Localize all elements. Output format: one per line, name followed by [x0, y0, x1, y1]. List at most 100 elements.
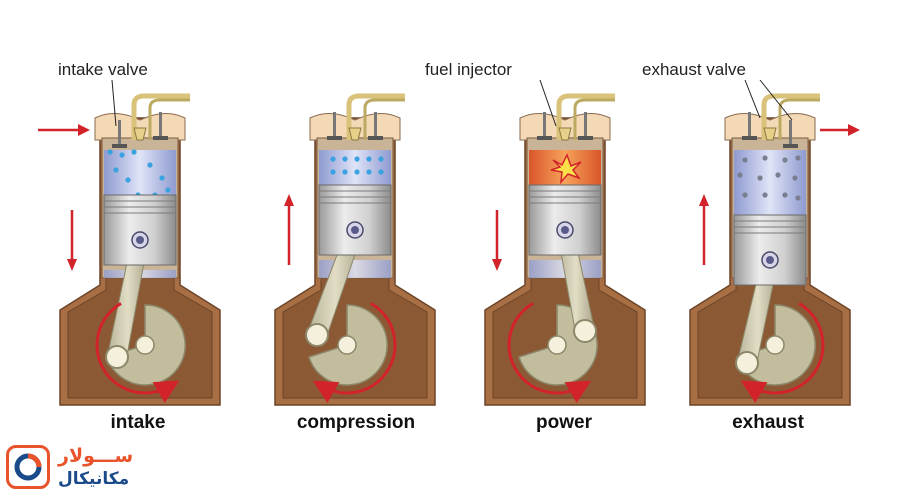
port-pipe2-exhaust — [778, 98, 820, 140]
exhaust-valve-head-exhaust — [783, 144, 798, 148]
piston-intake — [103, 194, 177, 266]
compression-gas-particle — [366, 169, 372, 175]
intake-gas-particle — [113, 167, 119, 173]
crankshaft-power — [547, 335, 567, 355]
ignition-spark-icon — [550, 153, 582, 185]
cylinder-head-exhaust — [724, 113, 816, 141]
compression-gas-particle — [342, 169, 348, 175]
fuel-injector-power — [558, 127, 572, 141]
crankshaft-compression — [337, 335, 357, 355]
exhaust-valve-stem-exhaust — [789, 120, 792, 146]
port-pipe-exhaust — [761, 93, 820, 140]
intake-valve-head-compression — [327, 136, 342, 140]
port-pipe2-intake — [148, 98, 190, 140]
stroke-direction-arrowhead-intake — [67, 259, 77, 271]
intake-gas-particle — [125, 177, 131, 183]
chamber-intake — [104, 150, 176, 195]
exhaust-valve-label: exhaust valve — [642, 60, 746, 79]
stage-label-power: power — [536, 412, 592, 433]
port-pipe2-power — [573, 98, 615, 140]
exhaust-gas-particle — [742, 192, 748, 198]
stroke-direction-arrowhead-power — [492, 259, 502, 271]
crank-pin-exhaust — [735, 351, 759, 375]
stage-label-compression: compression — [296, 412, 416, 433]
piston-power — [528, 184, 602, 256]
logo-mark-icon — [6, 445, 50, 489]
brand-logo: ســـولار مكانيكال — [6, 443, 206, 495]
crankshaft-exhaust — [765, 335, 785, 355]
engine-exhaust — [689, 93, 851, 406]
intake-gas-particle — [165, 187, 171, 193]
compression-gas-particle — [330, 169, 336, 175]
intake-valve-pointer — [111, 79, 117, 127]
compression-gas-particle — [342, 156, 348, 162]
crank-rotation-arrow-intake — [95, 302, 180, 403]
intake-valve-stem-power — [543, 112, 546, 138]
logo-text-line1: ســـولار — [58, 445, 134, 467]
intake-valve-head-power — [537, 136, 552, 140]
port-pipe2-compression — [363, 98, 405, 140]
piston-pin-core-exhaust — [766, 256, 774, 264]
exhaust-flow-arrow — [820, 124, 860, 136]
compression-gas-particle — [366, 156, 372, 162]
cylinder-head-intake — [94, 113, 186, 141]
exhaust-valve-stem-intake — [159, 112, 162, 138]
exhaust-valve-stem-power — [584, 112, 587, 138]
crank-rotation-arrow-power — [507, 302, 592, 403]
engine-compression — [274, 93, 436, 406]
exhaust-gas-particle — [742, 157, 748, 163]
intake-gas-particle — [107, 149, 113, 155]
intake-gas-particle — [159, 175, 165, 181]
logo-text-line2: مكانيكال — [58, 469, 130, 489]
crank-pin-power — [573, 319, 597, 343]
port-pipe-intake — [131, 93, 190, 140]
crankshaft-intake — [135, 335, 155, 355]
exhaust-valve-head-compression — [368, 136, 383, 140]
engine-power — [484, 93, 646, 406]
fuel-injector-pointer — [539, 79, 557, 127]
piston-pin-core-compression — [351, 226, 359, 234]
exhaust-gas-particle — [782, 192, 788, 198]
exhaust-valve-pointer-2 — [759, 79, 793, 121]
compression-gas-particle — [354, 169, 360, 175]
intake-gas-particle — [119, 152, 125, 158]
fuel-injector-compression — [348, 127, 362, 141]
port-pipe-power — [556, 93, 615, 140]
stroke-direction-arrowhead-compression — [284, 194, 294, 206]
fuel-injector-exhaust — [763, 127, 777, 141]
exhaust-gas-particle — [795, 195, 801, 201]
stage-label-exhaust: exhaust — [732, 412, 804, 433]
exhaust-gas-particle — [762, 192, 768, 198]
piston-pin-core-power — [561, 226, 569, 234]
intake-valve-head-intake — [112, 144, 127, 148]
exhaust-gas-particle — [775, 172, 781, 178]
intake-valve-stem-intake — [118, 120, 121, 146]
exhaust-valve-head-intake — [153, 136, 168, 140]
engine-intake — [59, 93, 221, 406]
fuel-injector-label: fuel injector — [425, 60, 512, 79]
intake-valve-stem-compression — [333, 112, 336, 138]
cylinder-head-compression — [309, 113, 401, 141]
intake-flow-arrow — [38, 124, 90, 136]
compression-gas-particle — [330, 156, 336, 162]
compression-gas-particle — [378, 169, 384, 175]
crank-pin-intake — [105, 345, 129, 369]
crank-rotation-arrow-compression — [312, 302, 397, 403]
crank-rotation-arrow-exhaust — [740, 302, 825, 403]
exhaust-gas-particle — [762, 155, 768, 161]
piston-compression — [318, 184, 392, 256]
intake-valve-label: intake valve — [58, 60, 148, 79]
exhaust-valve-pointer — [744, 79, 761, 119]
compression-gas-particle — [354, 156, 360, 162]
intake-gas-particle — [131, 149, 137, 155]
stroke-direction-arrowhead-exhaust — [699, 194, 709, 206]
cylinder-head-power — [519, 113, 611, 141]
intake-valve-stem-exhaust — [748, 112, 751, 138]
exhaust-gas-particle — [737, 172, 743, 178]
port-pipe-compression — [346, 93, 405, 140]
compression-gas-particle — [378, 156, 384, 162]
exhaust-valve-stem-compression — [374, 112, 377, 138]
stage-label-intake: intake — [110, 412, 166, 433]
intake-valve-head-exhaust — [742, 136, 757, 140]
